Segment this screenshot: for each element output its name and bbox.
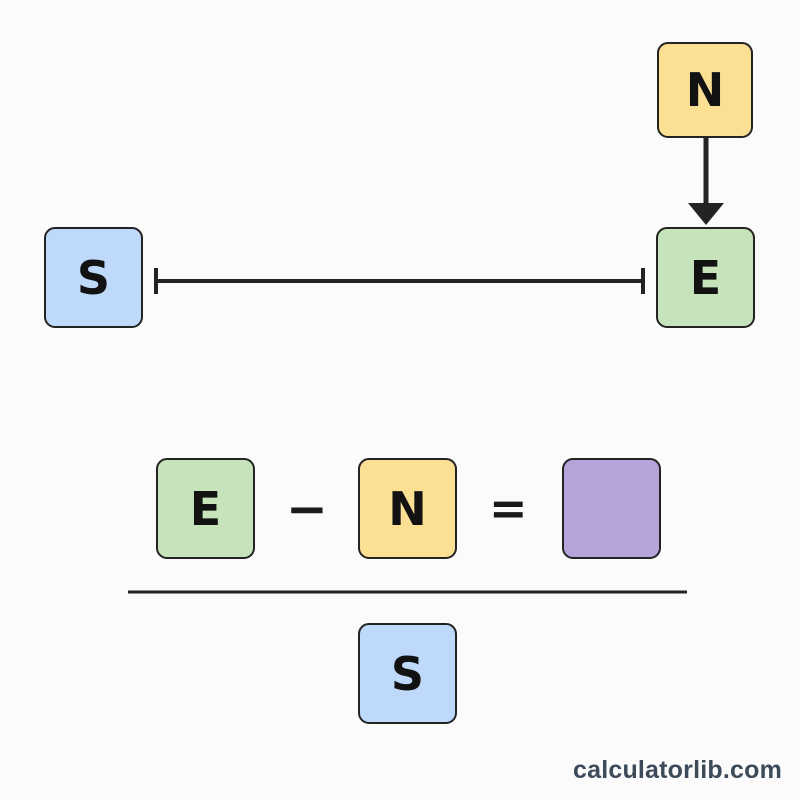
equals-operator: = [489, 481, 528, 535]
formula-n-tile: N [358, 458, 457, 559]
north-tile-label: N [685, 63, 725, 117]
minus-operator: − [286, 480, 328, 538]
formula-e-label: E [189, 481, 222, 536]
north-arrow-head [688, 203, 724, 225]
formula-n-label: N [388, 481, 427, 536]
source-tile-label: S [76, 250, 111, 305]
north-tile: N [657, 42, 753, 138]
formula-e-tile: E [156, 458, 255, 559]
denominator-s-label: S [390, 646, 425, 701]
end-tile: E [656, 227, 755, 328]
source-tile: S [44, 227, 143, 328]
brand-watermark: calculatorlib.com [572, 756, 782, 784]
result-tile [562, 458, 661, 559]
end-tile-label: E [689, 250, 722, 305]
denominator-s-tile: S [358, 623, 457, 724]
